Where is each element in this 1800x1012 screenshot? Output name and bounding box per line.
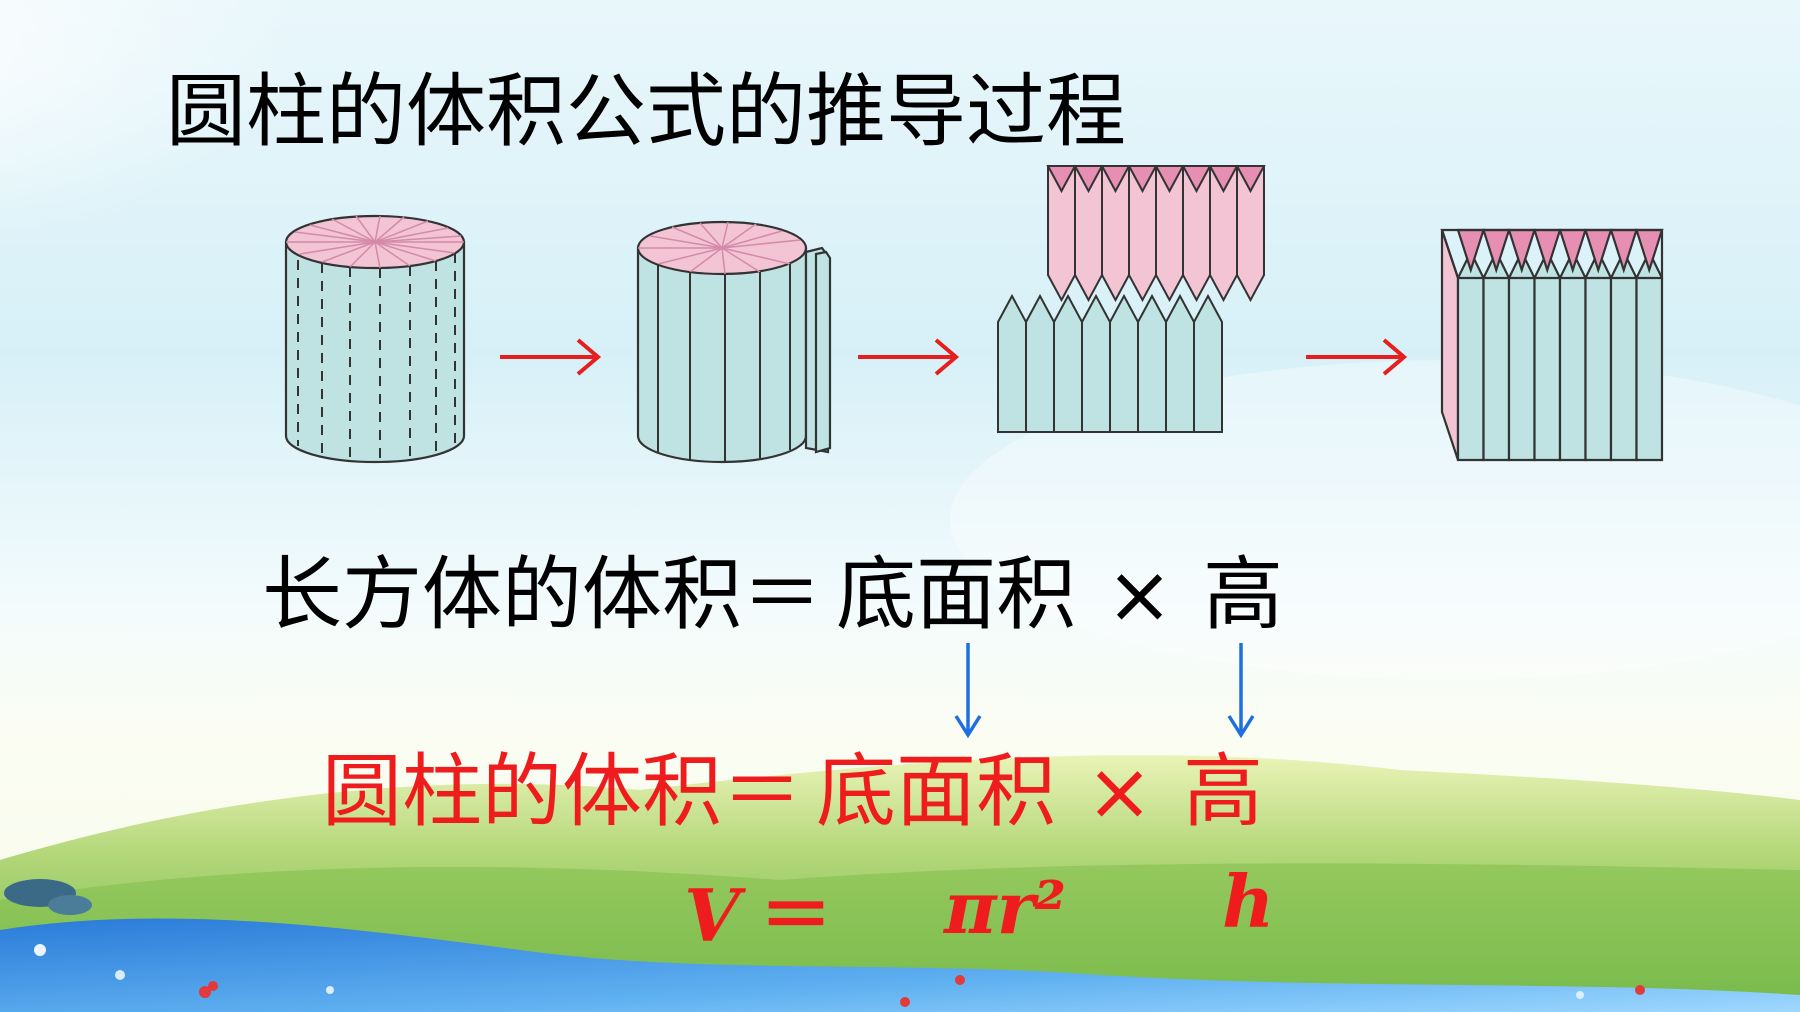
- arrow-right-icon: [1306, 338, 1408, 376]
- cuboid-top-tip: [1634, 228, 1664, 274]
- cyan-slice: [1109, 293, 1139, 433]
- pink-slice-tip: [1235, 165, 1266, 194]
- cuboid-strip: [1609, 249, 1638, 462]
- pink-slice-tip: [1073, 165, 1104, 194]
- symbol-equals: ＝: [760, 873, 833, 958]
- cuboid-strip: [1482, 249, 1511, 462]
- equals-sign: ＝: [722, 745, 802, 838]
- arrow-down-icon: [954, 643, 982, 739]
- cyan-slice: [1137, 293, 1167, 433]
- cyan-slice: [1053, 293, 1083, 433]
- height-label: 高: [1203, 548, 1284, 641]
- arrow-right-icon: [500, 338, 602, 376]
- cuboid-top-tip: [1558, 228, 1588, 274]
- cylinder-sliced-diagram: [284, 214, 466, 464]
- cuboid-top-tip: [1507, 228, 1537, 274]
- cuboid-top-tip: [1532, 228, 1562, 274]
- cyan-slice: [997, 293, 1027, 433]
- cuboid-top-tip: [1456, 228, 1486, 274]
- cylinder-volume-label: 圆柱的体积: [322, 745, 722, 838]
- page-title: 圆柱的体积公式的推导过程: [166, 65, 1126, 158]
- cuboid-diagram: [1440, 228, 1664, 462]
- cuboid-top-tip: [1583, 228, 1613, 274]
- base-area-label: 底面积: [836, 548, 1076, 641]
- base-area-label: 底面积: [816, 745, 1056, 838]
- cyan-slice: [1193, 293, 1223, 433]
- height-label: 高: [1183, 745, 1264, 838]
- cyan-slice: [1165, 293, 1195, 433]
- pink-slice-tip: [1100, 165, 1131, 194]
- pink-slice-tip: [1208, 165, 1239, 194]
- symbol-h: h: [1222, 859, 1275, 944]
- cylinder-cut-diagram: [636, 220, 832, 464]
- times-sign: ×: [1106, 548, 1174, 641]
- pink-slice-tip: [1046, 165, 1077, 194]
- cuboid-strip: [1635, 249, 1664, 462]
- symbol-v: V: [684, 873, 740, 958]
- times-sign: ×: [1086, 745, 1154, 838]
- cuboid-top-tip: [1481, 228, 1511, 274]
- cylinder-volume-formula: 圆柱的体积＝底面积×高: [322, 752, 1263, 832]
- cuboid-strip: [1456, 249, 1485, 462]
- cuboid-volume-label: 长方体的体积: [262, 548, 742, 641]
- cyan-slice: [1025, 293, 1055, 433]
- cyan-slice: [1081, 293, 1111, 433]
- equals-sign: ＝: [742, 548, 822, 641]
- pink-slice-tip: [1181, 165, 1212, 194]
- cuboid-top-edge: [1440, 228, 1664, 280]
- arrow-down-icon: [1227, 643, 1255, 739]
- cuboid-volume-formula: 长方体的体积＝底面积×高: [262, 555, 1283, 635]
- symbol-pi-r-squared: πr²: [944, 865, 1067, 950]
- pink-slice-tip: [1127, 165, 1158, 194]
- cuboid-strip: [1558, 249, 1587, 462]
- cuboid-strip: [1533, 249, 1562, 462]
- cuboid-strip: [1507, 249, 1536, 462]
- cuboid-strip: [1584, 249, 1613, 462]
- pink-slice-tip: [1154, 165, 1185, 194]
- unrolled-slices-diagram: [997, 165, 1266, 433]
- arrow-right-icon: [858, 338, 960, 376]
- cuboid-top-tip: [1609, 228, 1639, 274]
